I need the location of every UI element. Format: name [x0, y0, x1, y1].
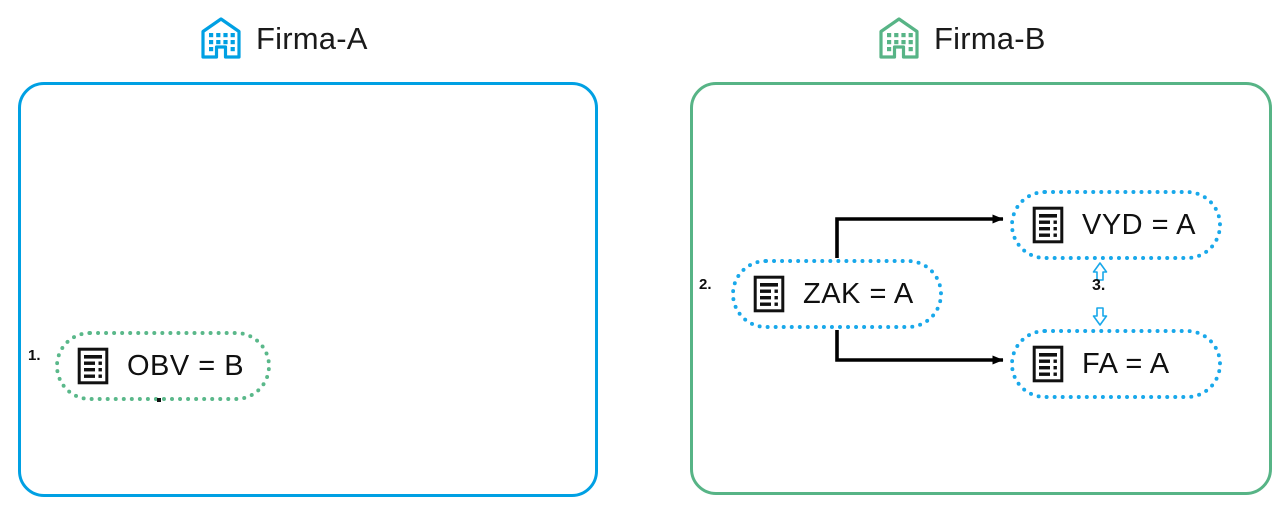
step-number-3: 3. — [1092, 277, 1106, 294]
document-node-label: ZAK = A — [803, 277, 914, 310]
step-number-2: 2. — [699, 276, 712, 293]
company-title-firma-a: Firma-A — [256, 20, 368, 56]
document-node-vyd[interactable]: VYD = A — [1010, 190, 1222, 260]
company-header-firma-b: Firma-B — [878, 16, 1046, 60]
stray-marker-dot — [157, 398, 161, 402]
document-node-zak[interactable]: ZAK = A — [731, 259, 943, 329]
building-icon — [878, 16, 920, 60]
company-title-firma-b: Firma-B — [934, 20, 1046, 56]
document-icon — [1032, 206, 1064, 244]
company-container-firma-a — [18, 82, 598, 497]
step-number-1: 1. — [28, 347, 41, 364]
company-container-firma-b — [690, 82, 1272, 495]
company-header-firma-a: Firma-A — [200, 16, 368, 60]
document-node-obv[interactable]: OBV = B — [55, 331, 271, 401]
document-node-label: VYD = A — [1082, 208, 1196, 241]
document-node-fa[interactable]: FA = A — [1010, 329, 1222, 399]
document-icon — [77, 347, 109, 385]
document-node-label: FA = A — [1082, 347, 1170, 380]
building-icon — [200, 16, 242, 60]
document-icon — [1032, 345, 1064, 383]
document-icon — [753, 275, 785, 313]
document-node-label: OBV = B — [127, 349, 245, 382]
